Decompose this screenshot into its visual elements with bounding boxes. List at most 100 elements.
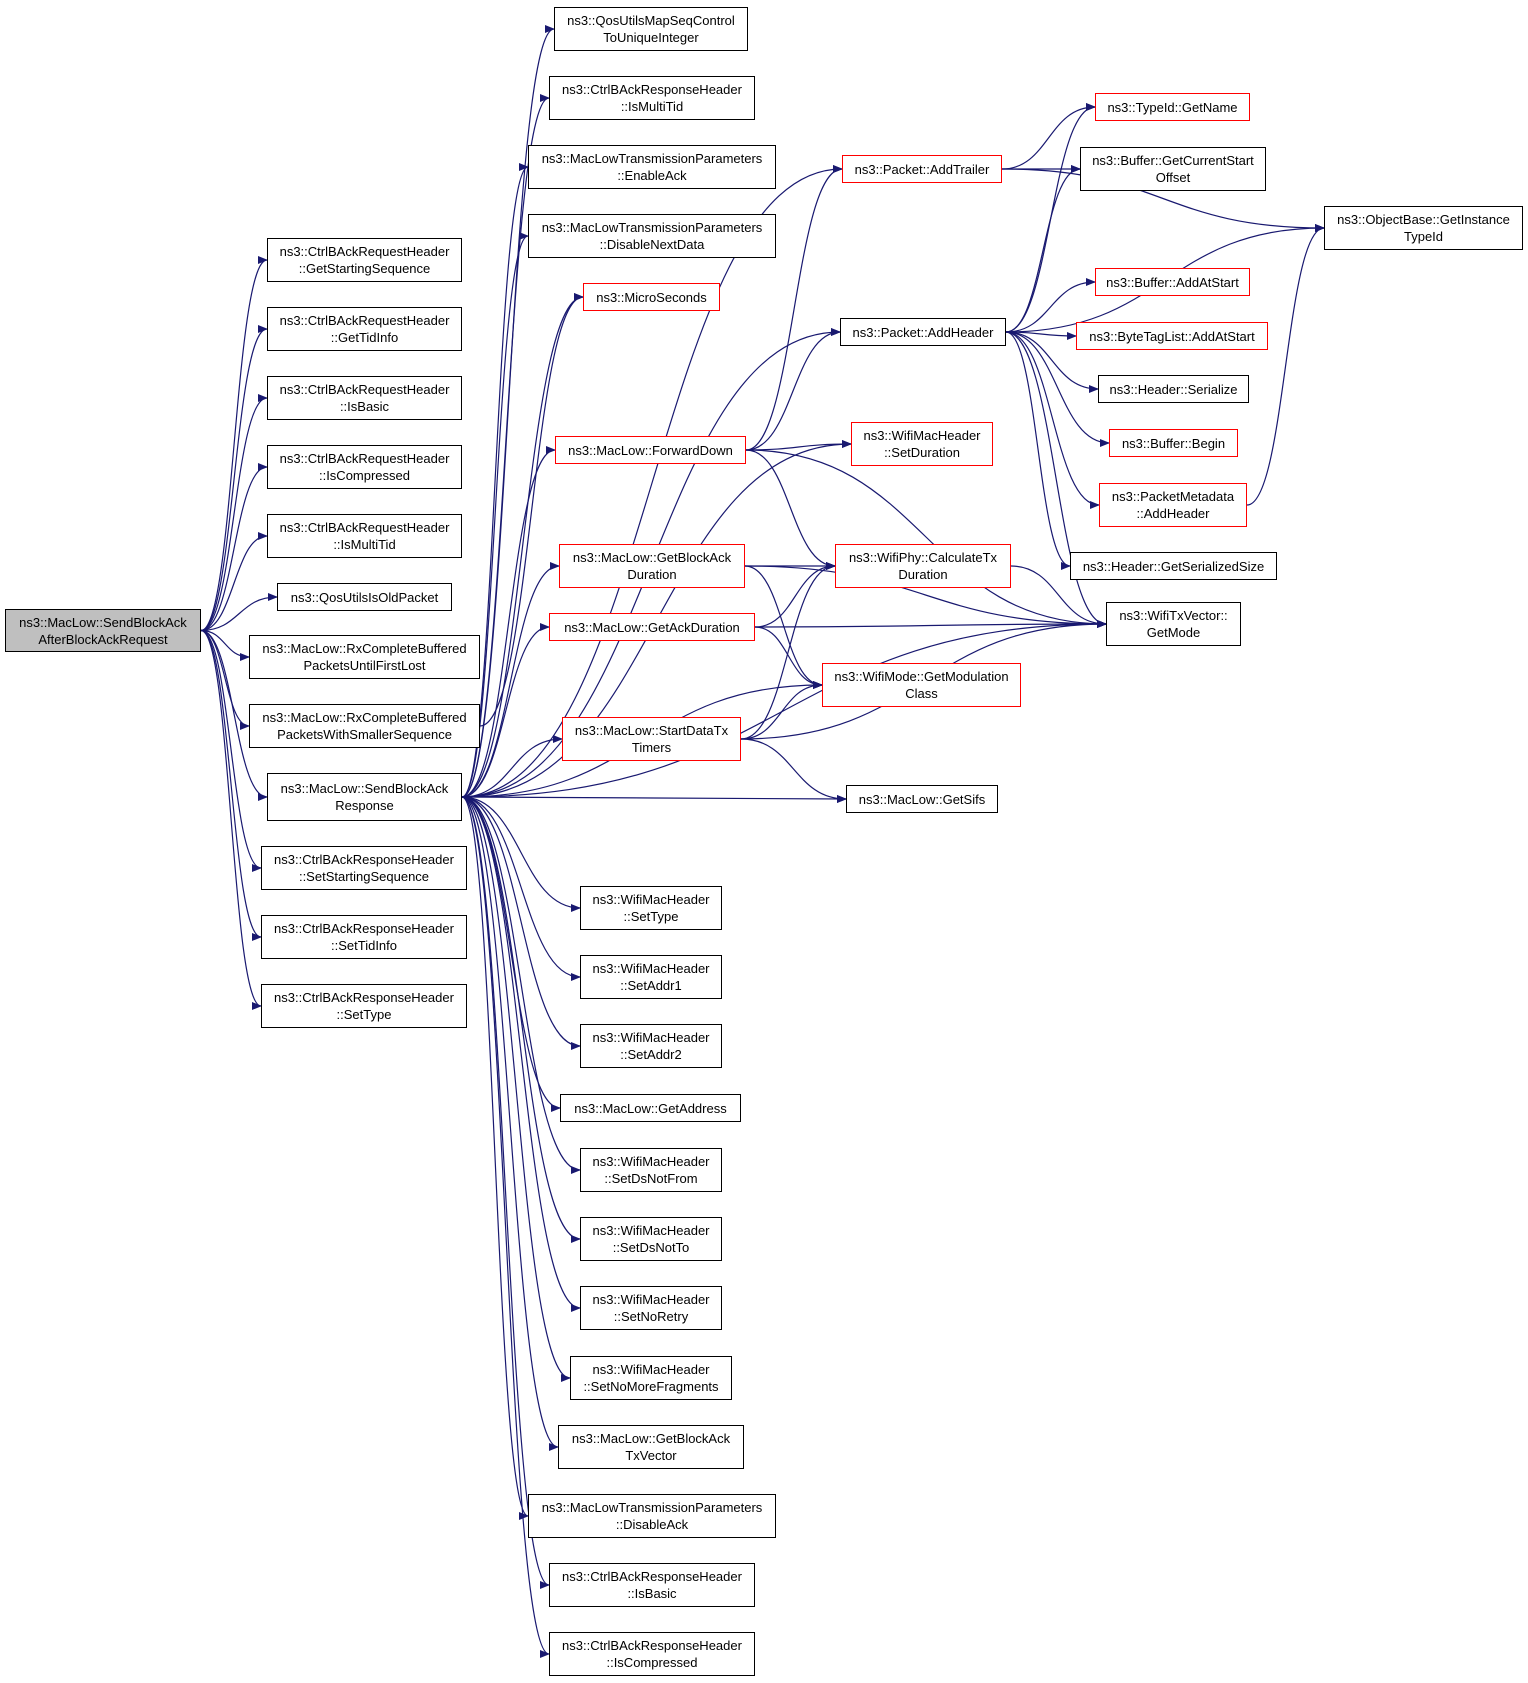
edge-sendresp-to-micro <box>461 293 584 798</box>
edge-sendresp-to-getad <box>461 623 550 798</box>
node-req-iscomp[interactable]: ns3::CtrlBAckRequestHeader::IsCompressed <box>267 445 462 489</box>
edge-root-to-resp-settype <box>200 629 262 1010</box>
node-label-line: ::SetAddr1 <box>620 978 682 993</box>
edge-sendresp-to-wmh-dsnf <box>461 796 581 1174</box>
node-label-line: TypeId <box>1403 229 1444 244</box>
node-wmh-noretry[interactable]: ns3::WifiMacHeader::SetNoRetry <box>580 1286 722 1330</box>
node-resp-iscomp[interactable]: ns3::CtrlBAckResponseHeader::IsCompresse… <box>549 1632 755 1676</box>
edge-fwd-to-addheader <box>745 328 841 451</box>
node-label-line: ns3::MacLow::RxCompleteBuffered <box>262 641 467 656</box>
node-addtrailer[interactable]: ns3::Packet::AddTrailer <box>842 155 1002 183</box>
node-qos-isold[interactable]: ns3::QosUtilsIsOldPacket <box>277 583 452 611</box>
node-label-line: ns3::CtrlBAckRequestHeader <box>279 451 450 466</box>
node-buf-addatstart[interactable]: ns3::Buffer::AddAtStart <box>1095 268 1250 296</box>
node-req-getss[interactable]: ns3::CtrlBAckRequestHeader::GetStartingS… <box>267 238 462 282</box>
node-wmh-dsnf[interactable]: ns3::WifiMacHeader::SetDsNotFrom <box>580 1148 722 1192</box>
node-wmh-addr1[interactable]: ns3::WifiMacHeader::SetAddr1 <box>580 955 722 999</box>
edge-rx-smaller-to-micro <box>479 293 584 727</box>
node-label-line: ns3::CtrlBAckResponseHeader <box>562 1638 742 1653</box>
node-txv-getmode[interactable]: ns3::WifiTxVector::GetMode <box>1106 602 1241 646</box>
node-label-line: ns3::MacLow::GetAckDuration <box>564 619 740 635</box>
node-hdr-gss[interactable]: ns3::Header::GetSerializedSize <box>1070 552 1277 580</box>
node-label-line: ns3::WifiMacHeader <box>863 428 981 443</box>
node-buf-begin[interactable]: ns3::Buffer::Begin <box>1109 429 1238 457</box>
node-wmh-settype[interactable]: ns3::WifiMacHeader::SetType <box>580 886 722 930</box>
edge-sendresp-to-mltp-disnext <box>461 232 529 798</box>
edge-sendresp-to-wmh-nomf <box>461 796 571 1382</box>
node-label-line: ::IsMultiTid <box>620 99 684 114</box>
node-micro[interactable]: ns3::MicroSeconds <box>583 283 720 311</box>
node-resp-setss[interactable]: ns3::CtrlBAckResponseHeader::SetStarting… <box>261 846 467 890</box>
node-label-line: ns3::CtrlBAckRequestHeader <box>279 244 450 259</box>
node-label-line: ns3::Buffer::AddAtStart <box>1106 274 1239 290</box>
edge-sendresp-to-wmh-addr2 <box>461 796 581 1050</box>
node-label-line: ::IsCompressed <box>318 468 411 483</box>
node-label-line: ns3::MacLow::RxCompleteBuffered <box>262 710 467 725</box>
node-label-line: ::SetType <box>336 1007 392 1022</box>
node-wmh-addr2[interactable]: ns3::WifiMacHeader::SetAddr2 <box>580 1024 722 1068</box>
edge-sendresp-to-wmh-noretry <box>461 796 581 1312</box>
node-req-gettid[interactable]: ns3::CtrlBAckRequestHeader::GetTidInfo <box>267 307 462 351</box>
node-req-isbasic[interactable]: ns3::CtrlBAckRequestHeader::IsBasic <box>267 376 462 420</box>
node-label-line: ::DisableNextData <box>599 237 705 252</box>
node-wmh-nomf[interactable]: ns3::WifiMacHeader::SetNoMoreFragments <box>570 1356 732 1400</box>
edge-getbad-to-modclass <box>744 565 823 689</box>
edge-getad-to-calctx <box>754 562 836 628</box>
edge-root-to-req-isbasic <box>200 394 268 632</box>
node-label-line: ns3::WifiMacHeader <box>592 1223 710 1238</box>
node-label-line: ns3::ByteTagList::AddAtStart <box>1089 328 1255 344</box>
edge-addheader-to-buf-addatstart <box>1005 278 1096 333</box>
edge-sendresp-to-getbatx <box>461 796 559 1451</box>
node-label-line: ns3::QosUtilsIsOldPacket <box>290 589 439 605</box>
node-typeid-getname[interactable]: ns3::TypeId::GetName <box>1095 93 1250 121</box>
node-mltp-disnext[interactable]: ns3::MacLowTransmissionParameters::Disab… <box>528 214 776 258</box>
edge-sendresp-to-wmh-settype <box>461 796 581 912</box>
node-label-line: ns3::WifiTxVector:: <box>1119 608 1228 623</box>
node-label-line: ns3::WifiMacHeader <box>592 1362 710 1377</box>
node-label-line: ns3::MacLow::GetBlockAck <box>572 550 732 565</box>
node-mltp-disack[interactable]: ns3::MacLowTransmissionParameters::Disab… <box>528 1494 776 1538</box>
node-btl-addatstart[interactable]: ns3::ByteTagList::AddAtStart <box>1076 322 1268 350</box>
node-resp-settype[interactable]: ns3::CtrlBAckResponseHeader::SetType <box>261 984 467 1028</box>
node-wmh-dsnt[interactable]: ns3::WifiMacHeader::SetDsNotTo <box>580 1217 722 1261</box>
node-resp-settid[interactable]: ns3::CtrlBAckResponseHeader::SetTidInfo <box>261 915 467 959</box>
node-fwd[interactable]: ns3::MacLow::ForwardDown <box>555 436 746 464</box>
node-label-line: ns3::TypeId::GetName <box>1107 99 1238 115</box>
node-label-line: ToUniqueInteger <box>603 30 699 45</box>
node-pm-addheader[interactable]: ns3::PacketMetadata::AddHeader <box>1099 483 1247 527</box>
node-label-line: ns3::PacketMetadata <box>1111 489 1235 504</box>
node-addheader[interactable]: ns3::Packet::AddHeader <box>840 318 1006 346</box>
node-label-line: ns3::Buffer::Begin <box>1121 435 1226 451</box>
node-label-line: ::IsBasic <box>339 399 390 414</box>
node-hdr-serialize[interactable]: ns3::Header::Serialize <box>1098 375 1249 403</box>
node-label-line: ::SetTidInfo <box>331 938 397 953</box>
node-label-line: ns3::CtrlBAckResponseHeader <box>274 990 454 1005</box>
node-getaddr[interactable]: ns3::MacLow::GetAddress <box>560 1094 741 1122</box>
node-label-line: ns3::WifiMacHeader <box>592 961 710 976</box>
node-mltp-enable[interactable]: ns3::MacLowTransmissionParameters::Enabl… <box>528 145 776 189</box>
edge-addtrailer-to-objbase <box>1001 168 1325 232</box>
node-label-line: TxVector <box>625 1448 677 1463</box>
node-label-line: Response <box>335 798 394 813</box>
node-getsifs[interactable]: ns3::MacLow::GetSifs <box>846 785 998 813</box>
node-getad[interactable]: ns3::MacLow::GetAckDuration <box>549 613 755 641</box>
node-req-ismulti[interactable]: ns3::CtrlBAckRequestHeader::IsMultiTid <box>267 514 462 558</box>
node-label-line: ::SetDsNotFrom <box>604 1171 698 1186</box>
node-label-line: Timers <box>631 740 672 755</box>
node-resp-ismulti[interactable]: ns3::CtrlBAckResponseHeader::IsMultiTid <box>549 76 755 120</box>
edge-fwd-to-addtrailer <box>745 165 843 451</box>
node-wmh-setdur[interactable]: ns3::WifiMacHeader::SetDuration <box>851 422 993 466</box>
node-resp-isbasic[interactable]: ns3::CtrlBAckResponseHeader::IsBasic <box>549 1563 755 1607</box>
